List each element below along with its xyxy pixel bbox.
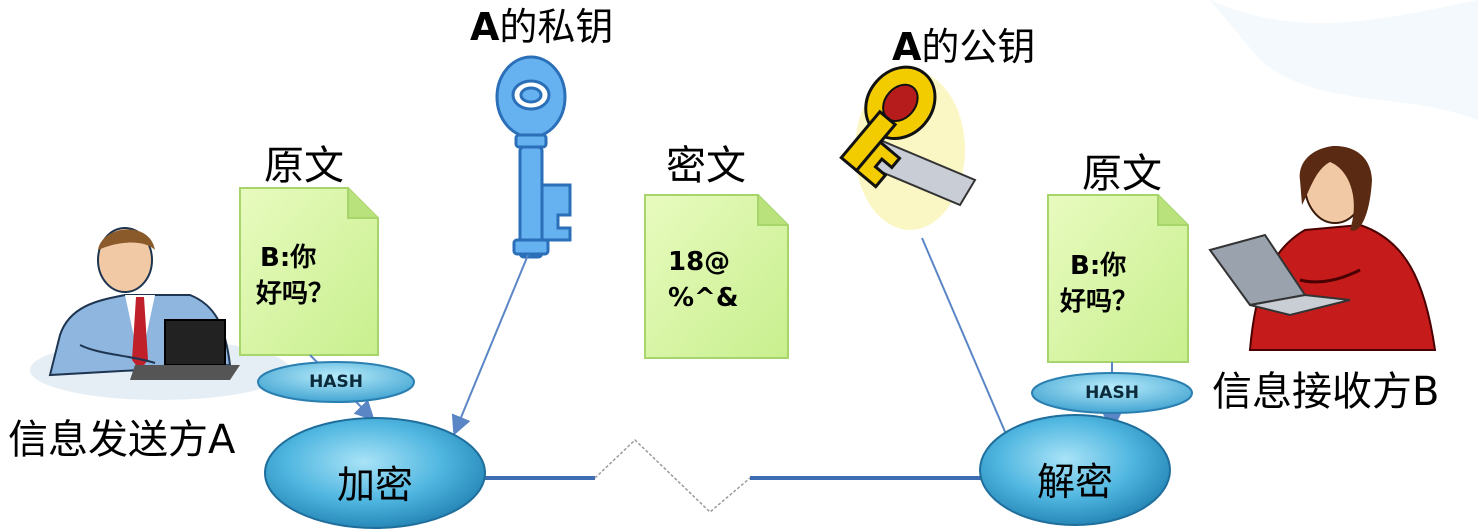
sender-doc-line2: 好吗？ <box>256 279 335 310</box>
sender-hash-oval <box>257 361 415 403</box>
ciphertext-line2: %^& <box>668 283 739 314</box>
sender-doc-title: 原文 <box>264 143 344 189</box>
background-swirl <box>1210 0 1478 120</box>
woman-at-laptop-icon <box>1208 146 1437 351</box>
receiver-label: 信息接收方B <box>1212 369 1440 415</box>
encrypt-label: 加密 <box>336 463 413 507</box>
ciphertext-note <box>644 194 789 359</box>
man-at-laptop-icon <box>30 227 290 400</box>
receiver-doc-text: B:你 好吗？ <box>1060 248 1138 321</box>
blue-key-icon <box>495 55 572 259</box>
sender-label: 信息发送方A <box>8 417 236 463</box>
receiver-doc-line2: 好吗？ <box>1060 287 1139 318</box>
receiver-doc-line1: B:你 <box>1070 251 1127 281</box>
sender-doc-text: B:你 好吗？ <box>256 240 334 313</box>
receiver-doc-title: 原文 <box>1082 151 1162 197</box>
ciphertext-title: 密文 <box>666 143 746 189</box>
sender-hash-label: HASH <box>309 372 363 392</box>
gold-key-icon <box>839 65 977 230</box>
sender-plaintext-note <box>239 187 379 356</box>
decrypt-label: 解密 <box>1036 460 1113 504</box>
transmission-channel <box>405 438 1005 514</box>
ciphertext-line1: 18@ <box>668 247 731 277</box>
sender-doc-line1: B:你 <box>260 243 317 273</box>
public-key-label: A的公钥 <box>892 25 1036 69</box>
ciphertext-text: 18@ %^& <box>668 244 739 317</box>
receiver-hash-oval <box>1031 372 1193 414</box>
receiver-plaintext-note <box>1047 194 1189 363</box>
private-key-label: A的私钥 <box>470 5 614 49</box>
encrypt-oval <box>264 417 486 529</box>
receiver-hash-label: HASH <box>1085 383 1139 403</box>
decrypt-oval <box>979 414 1171 526</box>
